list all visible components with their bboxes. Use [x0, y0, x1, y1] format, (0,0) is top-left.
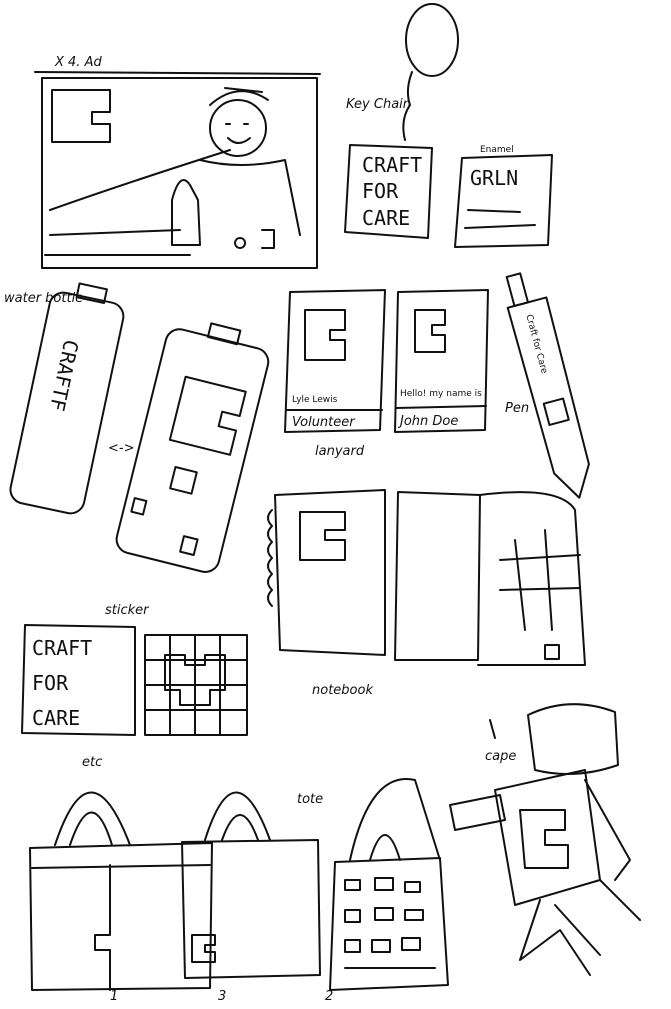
water-bottle-back-cap: [206, 322, 242, 346]
c-logo-icon: [304, 309, 346, 361]
sticker-text-1: CRAFT: [32, 636, 92, 660]
c-logo-icon: [414, 309, 446, 353]
keychain-text-1: CRAFT: [362, 153, 422, 177]
bag-number-3: 2: [325, 989, 333, 1004]
notebook-back-right: [477, 491, 586, 666]
tote-handle: [349, 778, 441, 861]
c-logo-icon: [299, 511, 346, 561]
c-logo-icon: [191, 934, 216, 963]
notebook-front: [274, 489, 386, 656]
notebook-back-left: [394, 491, 481, 661]
small-logo-icon: [179, 535, 199, 557]
enamel-pin-sketch: Enamel GRLN: [454, 145, 553, 248]
notebook-sketch: notebook: [267, 489, 586, 698]
keychain-text-2: FOR: [362, 179, 399, 203]
keychain-ring: [405, 3, 459, 77]
notebook-spiral: [267, 509, 273, 607]
notebook-label: notebook: [312, 683, 373, 698]
c-logo-icon: [519, 809, 569, 869]
water-bottle-front: [9, 291, 125, 515]
sticker-text-2: FOR: [32, 671, 69, 695]
water-bottle-sketch: water bottle CRAFTF <->: [4, 282, 270, 573]
cape-pointer: [489, 719, 496, 739]
small-logo-icon: [169, 465, 198, 495]
lanyard-card-1: [284, 289, 386, 433]
ad-sketch: X 4. Ad: [34, 55, 321, 269]
heart-icon: [164, 654, 226, 706]
bag-number-2: 3: [218, 989, 226, 1004]
lanyard-2-name: Hello! my name is: [400, 389, 482, 399]
tote-pattern: [344, 877, 436, 969]
bag-2: [181, 839, 321, 979]
sticker-grid: [144, 634, 248, 736]
c-logo-icon: [51, 89, 111, 143]
person-cap: [209, 87, 269, 106]
c-logo-icon: [542, 397, 570, 426]
cape-folds: [519, 779, 641, 976]
person-face: [209, 99, 267, 157]
tote-bag: [329, 857, 449, 991]
pen-label: Pen: [505, 401, 529, 416]
enamel-label: Enamel: [480, 145, 514, 155]
ad-frame: [41, 77, 318, 269]
pen-text: Craft for Care: [523, 313, 549, 375]
small-logo-icon: [130, 497, 148, 516]
tote-label: tote: [297, 792, 323, 807]
bag-number-1: 1: [110, 989, 118, 1004]
cape-sketch: cape: [449, 703, 641, 976]
c-logo-icon: [168, 375, 247, 456]
keychain-tag: [344, 144, 433, 239]
pen-clicker: [505, 272, 529, 307]
keychain-chain: [402, 71, 413, 141]
cape-collar: [527, 703, 619, 775]
sticker-text-3: CARE: [32, 706, 80, 730]
keychain-label: Key Chain: [346, 97, 411, 112]
thumbs-up-icon: [171, 179, 201, 246]
bags-sketch: etc tote 1 3 2: [29, 755, 449, 1004]
sticker-sketch: sticker CRAFT FOR CARE: [21, 603, 248, 736]
cape-arm: [449, 794, 506, 831]
lanyard-divider: [395, 405, 487, 409]
enamel-pin-lines: [464, 209, 536, 229]
bag-1: [29, 842, 213, 991]
lanyard-label: lanyard: [315, 444, 365, 459]
sticker-1: [21, 624, 136, 736]
bag-1-design: [31, 864, 211, 991]
pen-sketch: Pen Craft for Care: [505, 272, 590, 499]
bag-2-handle: [204, 791, 271, 841]
enamel-pin-text: GRLN: [470, 166, 518, 190]
small-logo-icon: [544, 644, 560, 660]
lanyard-2-role: John Doe: [397, 414, 458, 429]
cape-label: cape: [485, 749, 516, 764]
person-features: [225, 123, 251, 144]
water-bottle-cap: [75, 282, 108, 304]
enamel-pin-frame: [454, 154, 553, 248]
ad-small-logo: [234, 229, 275, 249]
person-body: [199, 159, 301, 236]
lanyard-card-2: [394, 289, 489, 433]
water-bottle-label: water bottle: [4, 291, 83, 306]
water-bottle-text: CRAFTF: [45, 338, 83, 414]
cape-body: [494, 769, 601, 906]
ad-label: X 4. Ad: [54, 55, 102, 70]
lanyard-1-name: Lyle Lewis: [292, 395, 338, 405]
keychain-text-3: CARE: [362, 206, 410, 230]
keychain-sketch: Key Chain CRAFT FOR CARE: [344, 3, 459, 239]
arrow-icon: <->: [108, 441, 134, 456]
lanyard-sketch: Lyle Lewis Volunteer Hello! my name is J…: [284, 289, 489, 459]
ad-top-line: [34, 71, 321, 75]
ad-text-lines: [44, 149, 231, 256]
sticker-label: sticker: [105, 603, 150, 618]
lanyard-1-role: Volunteer: [292, 415, 356, 430]
pen-body: [506, 296, 590, 499]
bags-label: etc: [82, 755, 102, 770]
notebook-grid: [499, 529, 581, 631]
bag-1-handle: [54, 791, 131, 846]
